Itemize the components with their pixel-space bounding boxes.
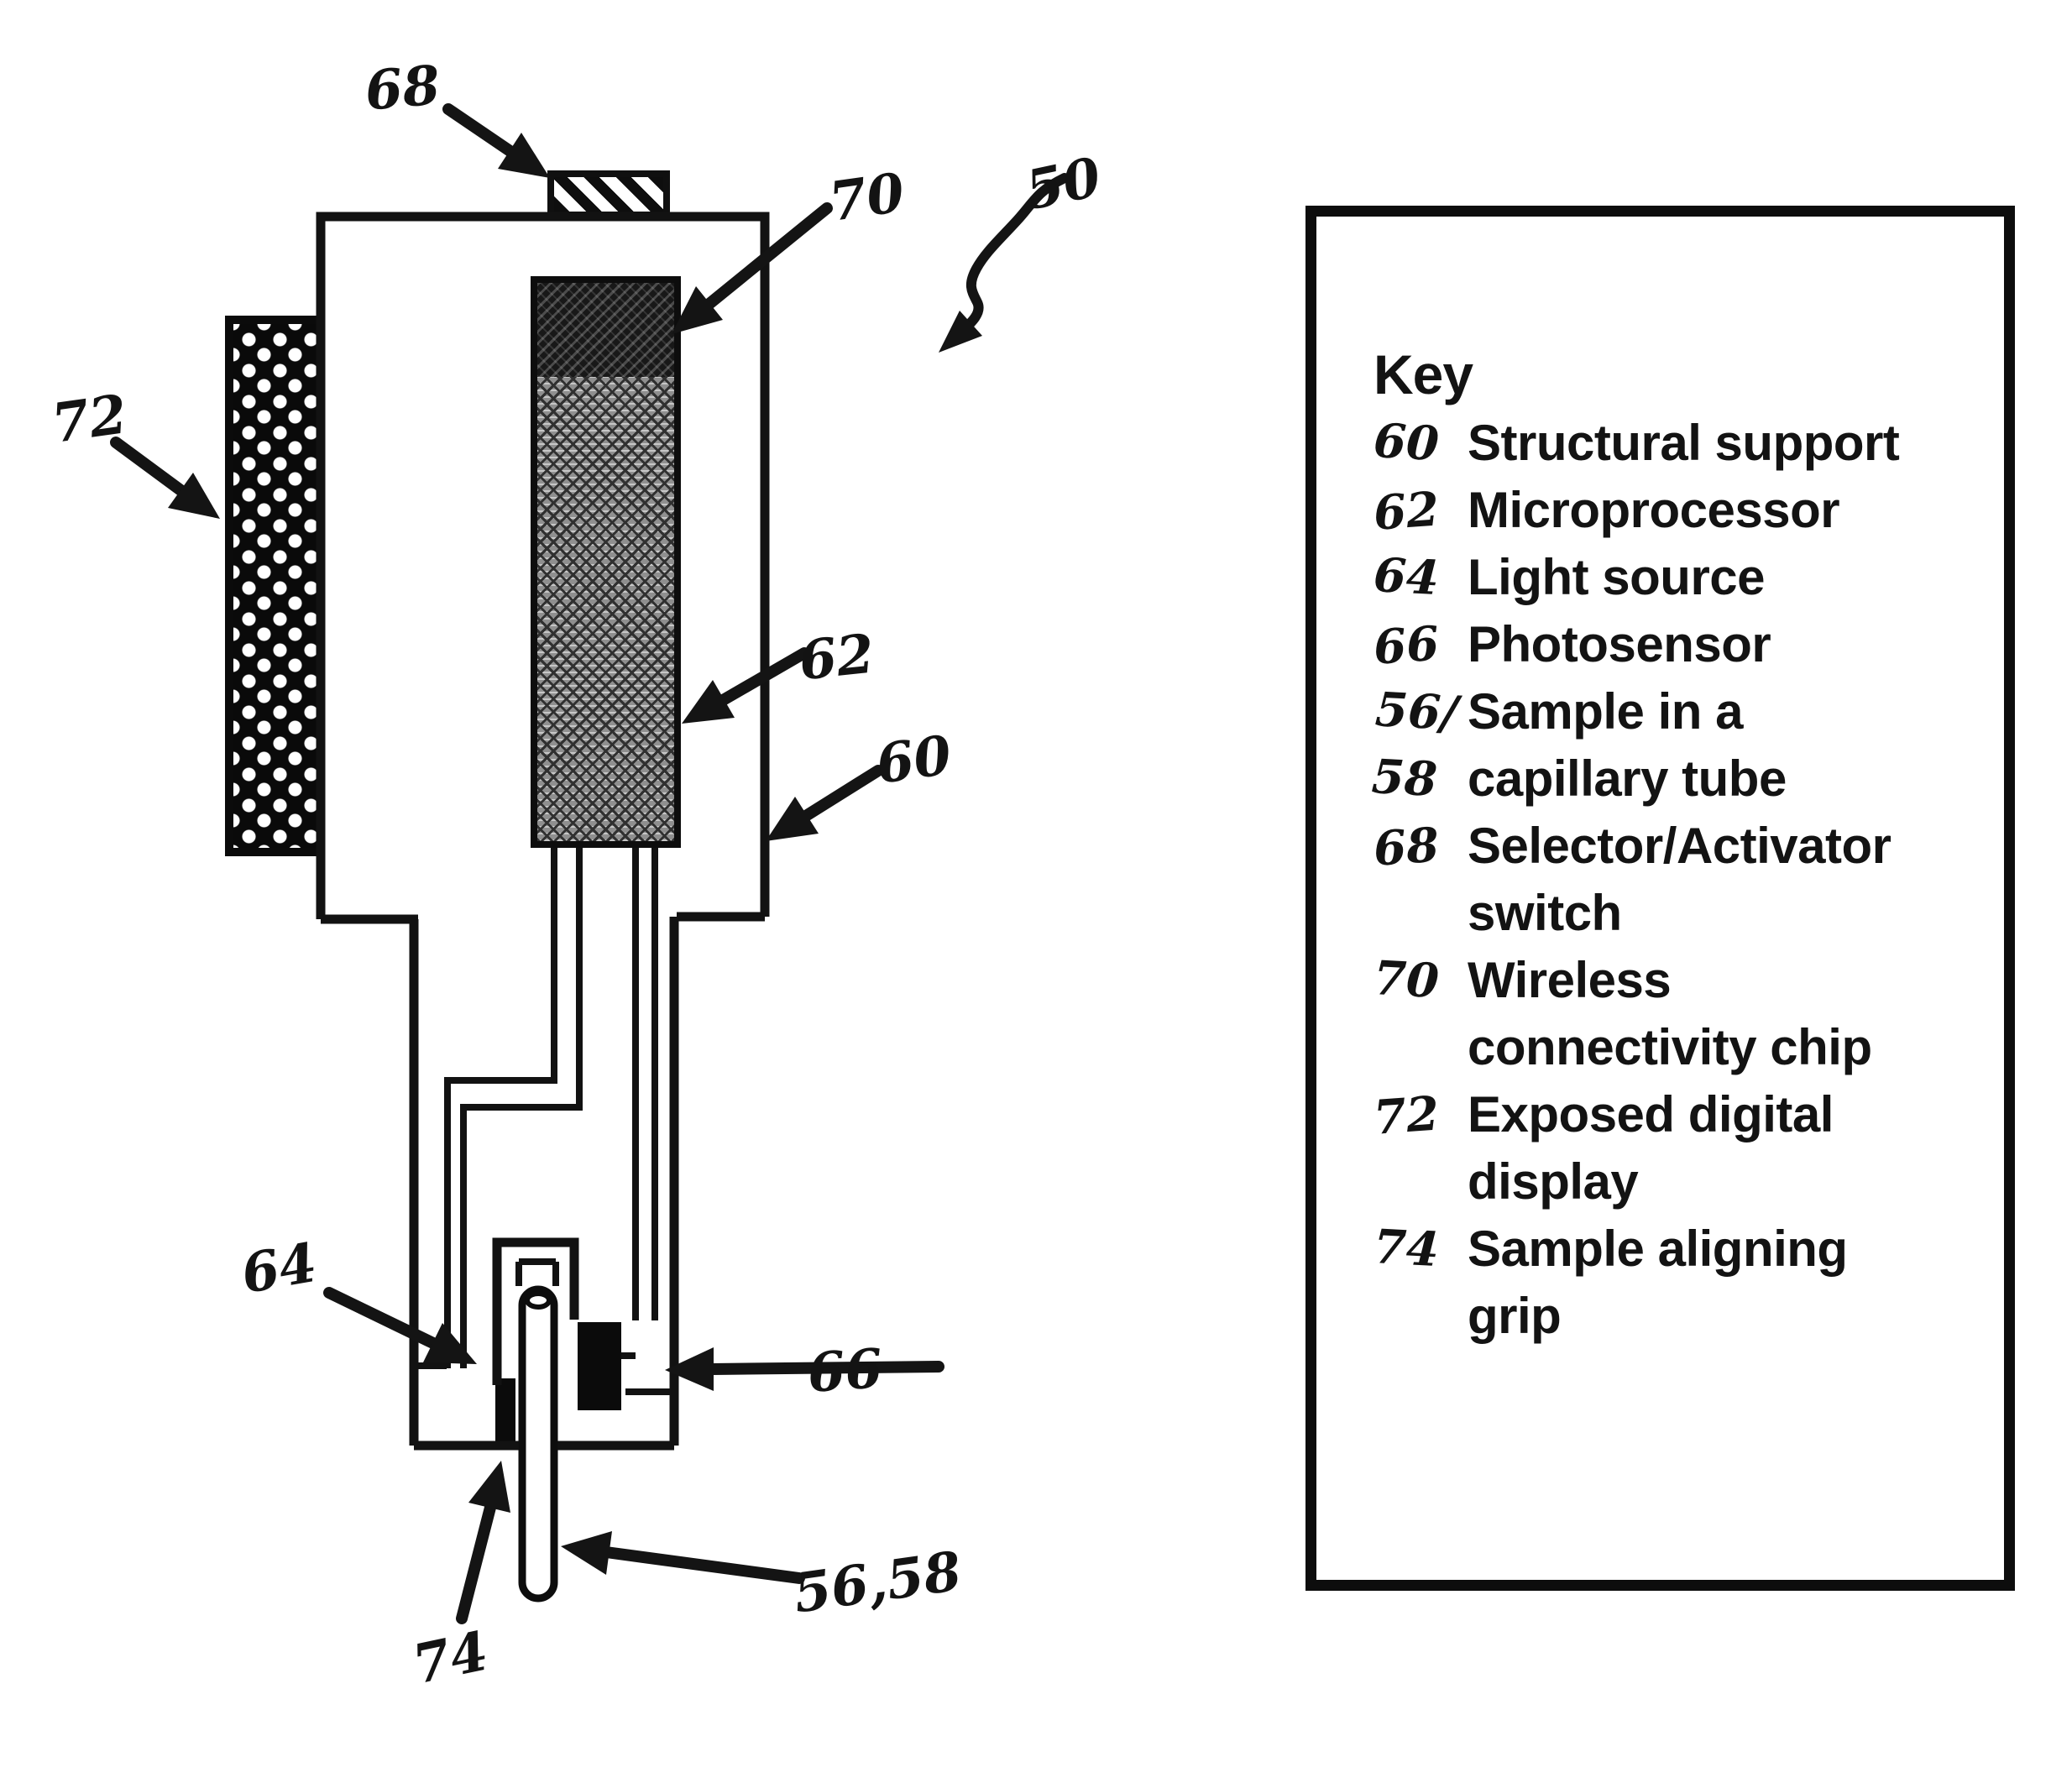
key-num-72: 72 (1371, 1085, 1442, 1146)
key-box: Key 60 Structural support 62 Microproces… (1305, 206, 2015, 1591)
label-64: 64 (237, 1231, 322, 1307)
key-text-line: Wireless (1468, 952, 1672, 1008)
key-num-64: 64 (1372, 547, 1441, 607)
arrow-72 (110, 437, 220, 519)
microprocessor-texture (537, 377, 674, 841)
microprocessor-block (531, 276, 681, 848)
wireless-connectivity-chip (537, 283, 674, 377)
label-70: 70 (825, 161, 908, 234)
label-72: 72 (48, 383, 131, 456)
label-60: 60 (872, 724, 955, 797)
light-source-block (495, 1378, 515, 1446)
key-text-line: Photosensor (1468, 616, 1771, 672)
label-66: 66 (805, 1336, 885, 1406)
arrow-56-58 (561, 1531, 805, 1584)
wire-left-inner (460, 848, 583, 1368)
arrow-66 (665, 1347, 944, 1391)
capillary-tube (518, 1285, 558, 1603)
key-text-line: Sample in a (1468, 683, 1743, 740)
key-text-line: connectivity chip (1468, 1019, 1872, 1075)
key-text-line: switch (1468, 885, 1622, 941)
key-num-68: 68 (1371, 817, 1442, 877)
key-entry-64: 64 Light source (1372, 544, 1987, 611)
arrow-60 (766, 765, 884, 841)
key-entry-72: 72 Exposed digital display (1371, 1081, 1987, 1216)
key-text-line: capillary tube (1468, 750, 1787, 807)
key-text-line: Structural support (1468, 415, 1900, 471)
arrow-50-squiggle (939, 173, 1070, 353)
tube-opening (525, 1291, 552, 1310)
label-68: 68 (362, 54, 443, 123)
key-num-62: 62 (1371, 481, 1442, 541)
key-num-66: 66 (1371, 615, 1442, 676)
key-text-line: Microprocessor (1468, 482, 1840, 538)
arrow-74 (456, 1461, 510, 1624)
grip-inner-top (515, 1258, 559, 1286)
key-num-56-58: 56/58 (1370, 682, 1460, 808)
key-entry-60: 60 Structural support (1372, 410, 1987, 477)
key-entry-66: 66 Photosensor (1372, 611, 1987, 678)
key-entry-74: 74 Sample aligning grip (1372, 1216, 1987, 1350)
arrow-64 (323, 1287, 477, 1364)
key-entry-68: 68 Selector/Activator switch (1372, 813, 1987, 947)
key-text-line: Sample aligning (1468, 1221, 1848, 1277)
wire-left-outer (444, 848, 557, 1368)
exposed-digital-display (225, 316, 325, 856)
key-entry-62: 62 Microprocessor (1372, 477, 1987, 544)
key-text-line: Light source (1468, 549, 1766, 605)
key-text-line: grip (1468, 1288, 1562, 1344)
body-outline (316, 212, 770, 919)
arrow-68 (442, 103, 550, 178)
key-text-line: display (1468, 1153, 1639, 1210)
photosensor-block (578, 1322, 621, 1410)
grip-outline (492, 1237, 579, 1385)
arrow-62 (682, 647, 810, 724)
key-title: Key (1373, 343, 1473, 405)
key-text-line: Exposed digital (1468, 1086, 1834, 1142)
arrow-70 (672, 202, 833, 334)
key-entry-56-58: 56/58 Sample in a capillary tube (1370, 678, 1987, 813)
key-entry-70: 70 Wireless connectivity chip (1372, 947, 1987, 1081)
key-num-60: 60 (1372, 413, 1441, 473)
key-num-70: 70 (1372, 950, 1441, 1010)
key-num-74: 74 (1372, 1219, 1441, 1278)
key-text-line: Selector/Activator (1468, 818, 1891, 874)
label-62: 62 (796, 622, 877, 693)
